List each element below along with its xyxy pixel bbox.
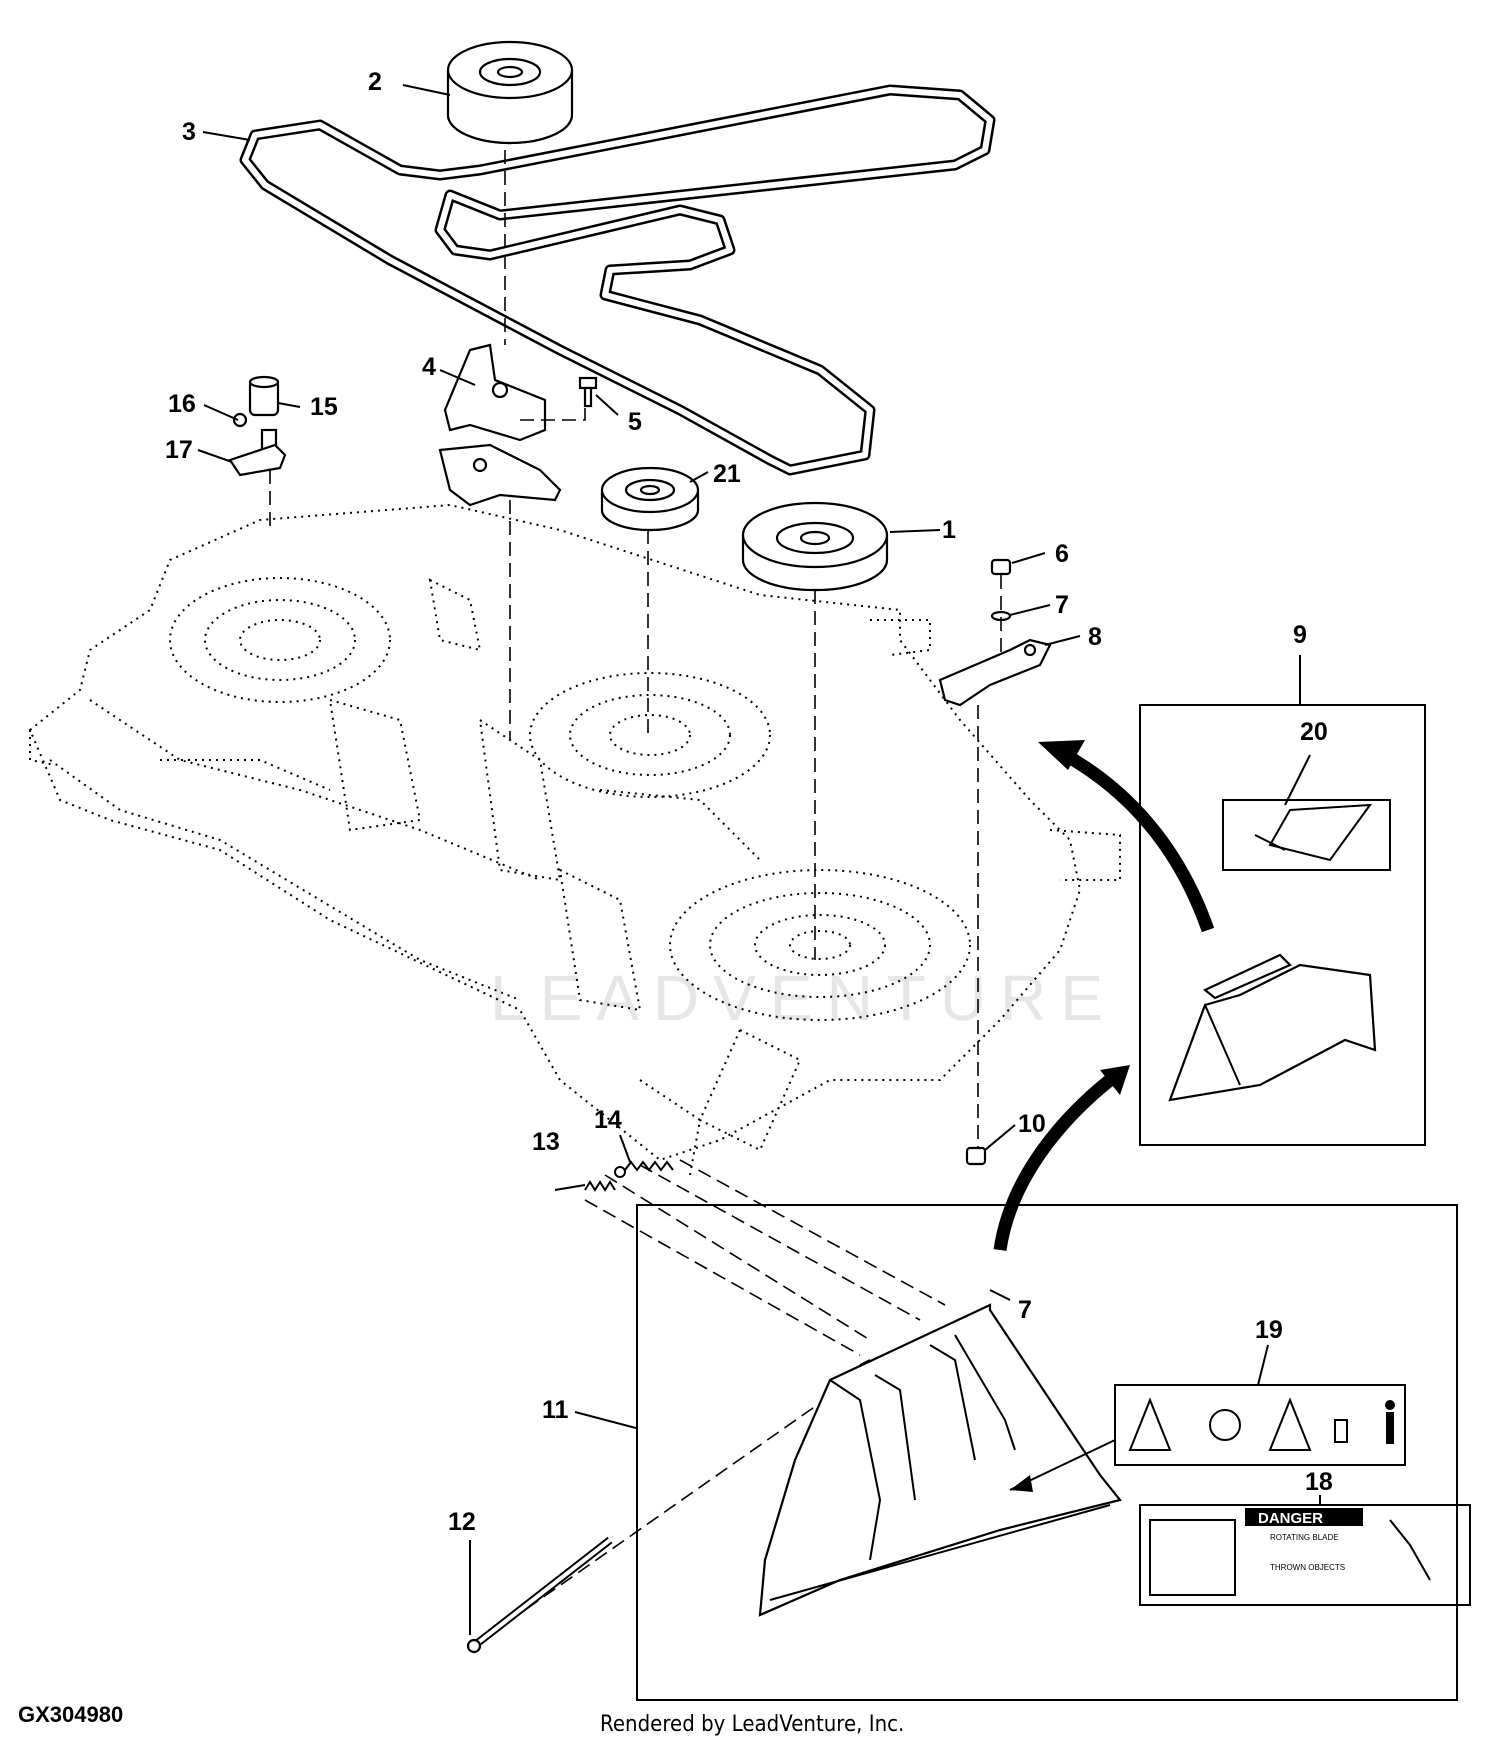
callout-7a: 7 [1055, 591, 1069, 619]
danger-heading: DANGER [1258, 1510, 1323, 1527]
leader-lines [197, 84, 1321, 1635]
drive-belt [239, 84, 996, 476]
render-credit: Rendered by LeadVenture, Inc. [600, 1712, 905, 1737]
callout-7b: 7 [1018, 1296, 1032, 1324]
callout-18: 18 [1305, 1468, 1333, 1496]
direction-arrows [993, 740, 1215, 1251]
deflector-box [1139, 704, 1426, 1146]
deflector-9 [1168, 953, 1377, 1102]
callout-1: 1 [942, 516, 956, 544]
rod-12 [466, 1536, 613, 1654]
chute-assembly-box [636, 1204, 1458, 1701]
idler-pulley-21 [600, 466, 700, 532]
danger-decal-18: DANGER ROTATING BLADE THROWN OBJECTS [1139, 1504, 1471, 1606]
callout-8: 8 [1088, 623, 1102, 651]
callout-15: 15 [310, 393, 338, 421]
callout-11: 11 [542, 1396, 569, 1424]
deflector-bracket-8 [938, 558, 1052, 1166]
callout-20: 20 [1300, 718, 1328, 746]
callout-4: 4 [422, 353, 436, 381]
callout-3: 3 [182, 118, 196, 146]
callout-21: 21 [713, 460, 741, 488]
bolt-5 [578, 376, 598, 408]
callout-5: 5 [628, 408, 642, 436]
callout-19: 19 [1255, 1316, 1283, 1344]
danger-line-2: THROWN OBJECTS [1270, 1563, 1345, 1572]
assembly-lines [269, 150, 1002, 1646]
watermark: LEADVENTURE [490, 962, 1117, 1034]
callout-16: 16 [168, 390, 196, 418]
springs-13-14 [584, 1160, 674, 1192]
callout-6: 6 [1055, 540, 1069, 568]
discharge-chute-11 [758, 1303, 1122, 1617]
mower-deck [28, 503, 1121, 1176]
spring-15-and-bracket-17 [228, 375, 287, 477]
safety-decal-19 [1114, 1384, 1406, 1466]
idler-pulley-2 [446, 40, 574, 145]
callout-9: 9 [1293, 621, 1307, 649]
idler-arm-4 [438, 343, 562, 507]
callout-10: 10 [1018, 1110, 1046, 1138]
callout-13: 13 [532, 1128, 560, 1156]
callout-2: 2 [368, 68, 382, 96]
callouts: 1 2 3 4 5 6 7 8 9 10 11 12 13 14 15 16 1… [165, 68, 1333, 1536]
spindle-pulley-1 [741, 501, 889, 592]
danger-line-1: ROTATING BLADE [1270, 1533, 1339, 1542]
callout-14: 14 [594, 1106, 622, 1134]
decal-20 [1222, 799, 1391, 871]
callout-17: 17 [165, 436, 193, 464]
diagram-code: GX304980 [18, 1702, 124, 1727]
callout-12: 12 [448, 1508, 476, 1536]
